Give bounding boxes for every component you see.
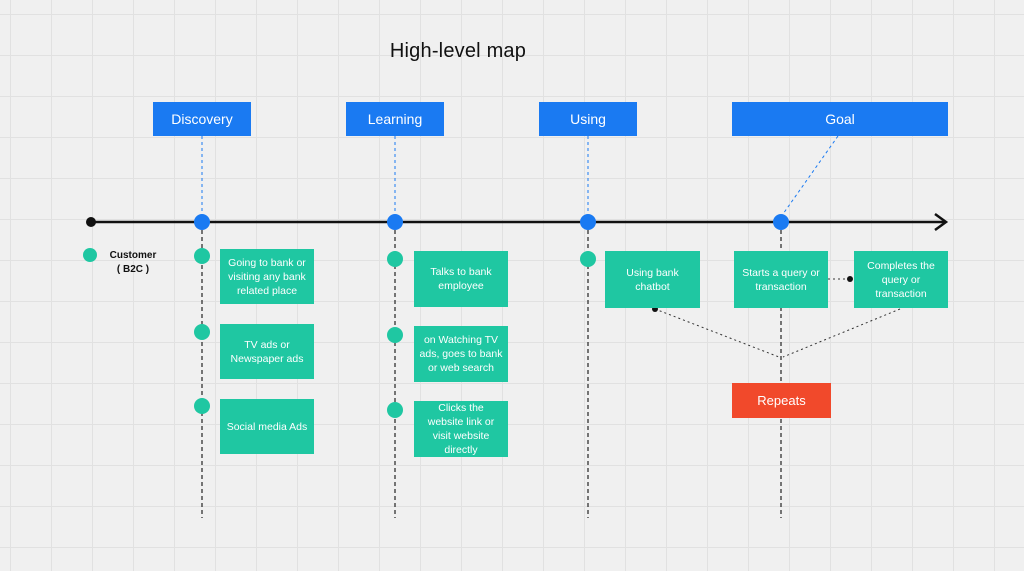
loop-connector-right [782,308,901,358]
stage-learning[interactable]: Learning [346,102,444,136]
learning-step-dot [387,327,403,343]
repeats-box[interactable]: Repeats [732,383,831,418]
persona-name: Customer [109,250,157,261]
discovery-step-dot [194,248,210,264]
discovery-step-dot [194,398,210,414]
learning-note[interactable]: on Watching TV ads, goes to bank or web … [414,326,508,382]
learning-timeline-dot [387,214,403,230]
stage-discovery[interactable]: Discovery [153,102,251,136]
discovery-step-dot [194,324,210,340]
using-step-dot [580,251,596,267]
using-note[interactable]: Using bank chatbot [605,251,700,308]
stage-using[interactable]: Using [539,102,637,136]
goal-timeline-dot [773,214,789,230]
learning-step-dot [387,251,403,267]
goal-notes-link-dot [847,276,853,282]
discovery-timeline-dot [194,214,210,230]
discovery-note[interactable]: Social media Ads [220,399,314,454]
stage-goal[interactable]: Goal [732,102,948,136]
loop-connector-left [654,308,780,358]
timeline-start-dot [86,217,96,227]
learning-step-dot [387,402,403,418]
discovery-note[interactable]: TV ads or Newspaper ads [220,324,314,379]
using-timeline-dot [580,214,596,230]
persona-legend-dot [83,248,97,262]
goal-note[interactable]: Completes the query or transaction [854,251,948,308]
persona-segment: ( B2C ) [116,264,150,275]
learning-note[interactable]: Clicks the website link or visit website… [414,401,508,457]
learning-note[interactable]: Talks to bank employee [414,251,508,307]
goal-note[interactable]: Starts a query or transaction [734,251,828,308]
goal-connector [782,135,839,215]
page-title: High-level map [389,40,527,62]
timeline-arrowhead [934,212,949,232]
discovery-note[interactable]: Going to bank or visiting any bank relat… [220,249,314,304]
persona-legend-label: Customer ( B2C ) [100,249,166,277]
